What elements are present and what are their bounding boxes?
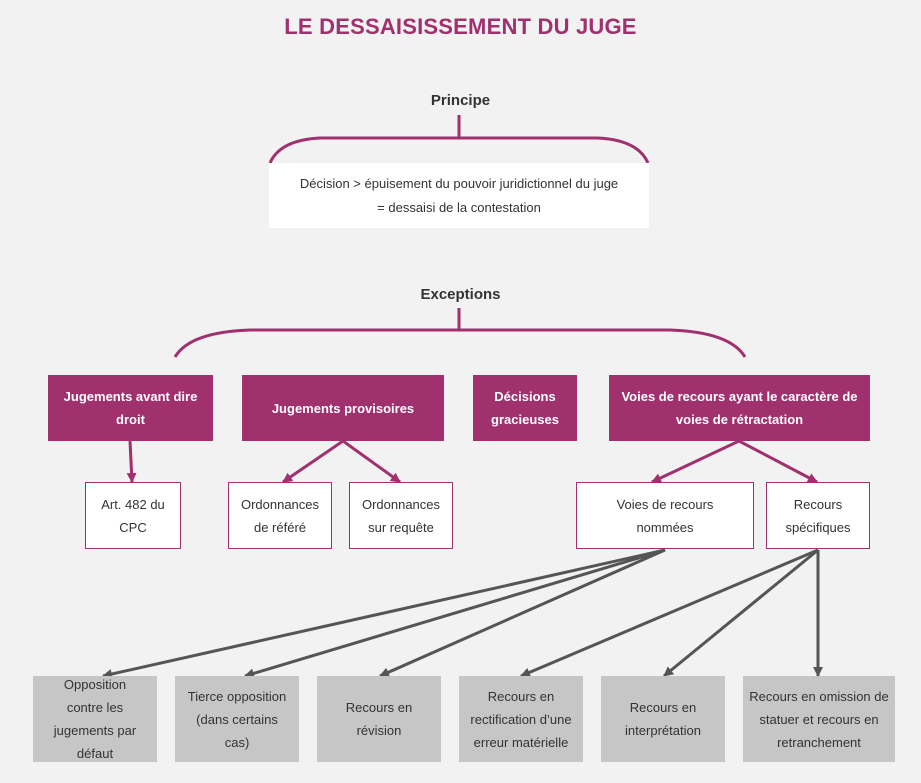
recours-rectification: Recours en rectification d’une erreur ma… xyxy=(459,676,583,762)
recours-opposition: Opposition contre les jugements par défa… xyxy=(33,676,157,762)
category-voies-retractation: Voies de recours ayant le caractère de v… xyxy=(609,375,870,441)
arrow-tierce xyxy=(244,548,666,679)
item-art-482: Art. 482 du CPC xyxy=(85,482,181,549)
recours-interpretation: Recours en interprétation xyxy=(601,676,725,762)
recours-tierce-opposition: Tierce opposition (dans certains cas) xyxy=(175,676,299,762)
item-ordonnances-requete: Ordonnances sur requête xyxy=(349,482,453,549)
principle-line-2: = dessaisi de la contestation xyxy=(377,200,541,215)
principle-line-1: Décision > épuisement du pouvoir juridic… xyxy=(299,176,619,191)
arrow-specifiques xyxy=(738,439,818,484)
principle-brace xyxy=(268,136,650,164)
recours-omission-retranchement: Recours en omission de statuer et recour… xyxy=(743,676,895,762)
exceptions-brace xyxy=(173,328,747,358)
page-title: LE DESSAISISSEMENT DU JUGE xyxy=(284,14,637,39)
arrow-interpretation xyxy=(663,548,819,678)
arrow-rectification xyxy=(520,548,819,678)
arrow-revision xyxy=(379,548,666,678)
arrow-refere xyxy=(282,439,344,484)
category-provisoires: Jugements provisoires xyxy=(242,375,444,441)
item-ordonnances-refere: Ordonnances de référé xyxy=(228,482,332,549)
item-voies-nommees: Voies de recours nommées xyxy=(576,482,754,549)
arrow-nommees xyxy=(651,439,740,484)
exceptions-heading: Exceptions xyxy=(420,286,501,303)
principle-box: Décision > épuisement du pouvoir juridic… xyxy=(269,163,649,228)
category-avant-dire-droit: Jugements avant dire droit xyxy=(48,375,213,441)
arrow-opposition xyxy=(102,548,666,679)
arrow-requete xyxy=(342,439,401,484)
item-recours-specifiques: Recours spécifiques xyxy=(766,482,870,549)
arrow-avant-dire-droit xyxy=(126,440,137,483)
category-gracieuses: Décisions gracieuses xyxy=(473,375,577,441)
principle-heading: Principe xyxy=(430,92,491,109)
recours-revision: Recours en révision xyxy=(317,676,441,762)
